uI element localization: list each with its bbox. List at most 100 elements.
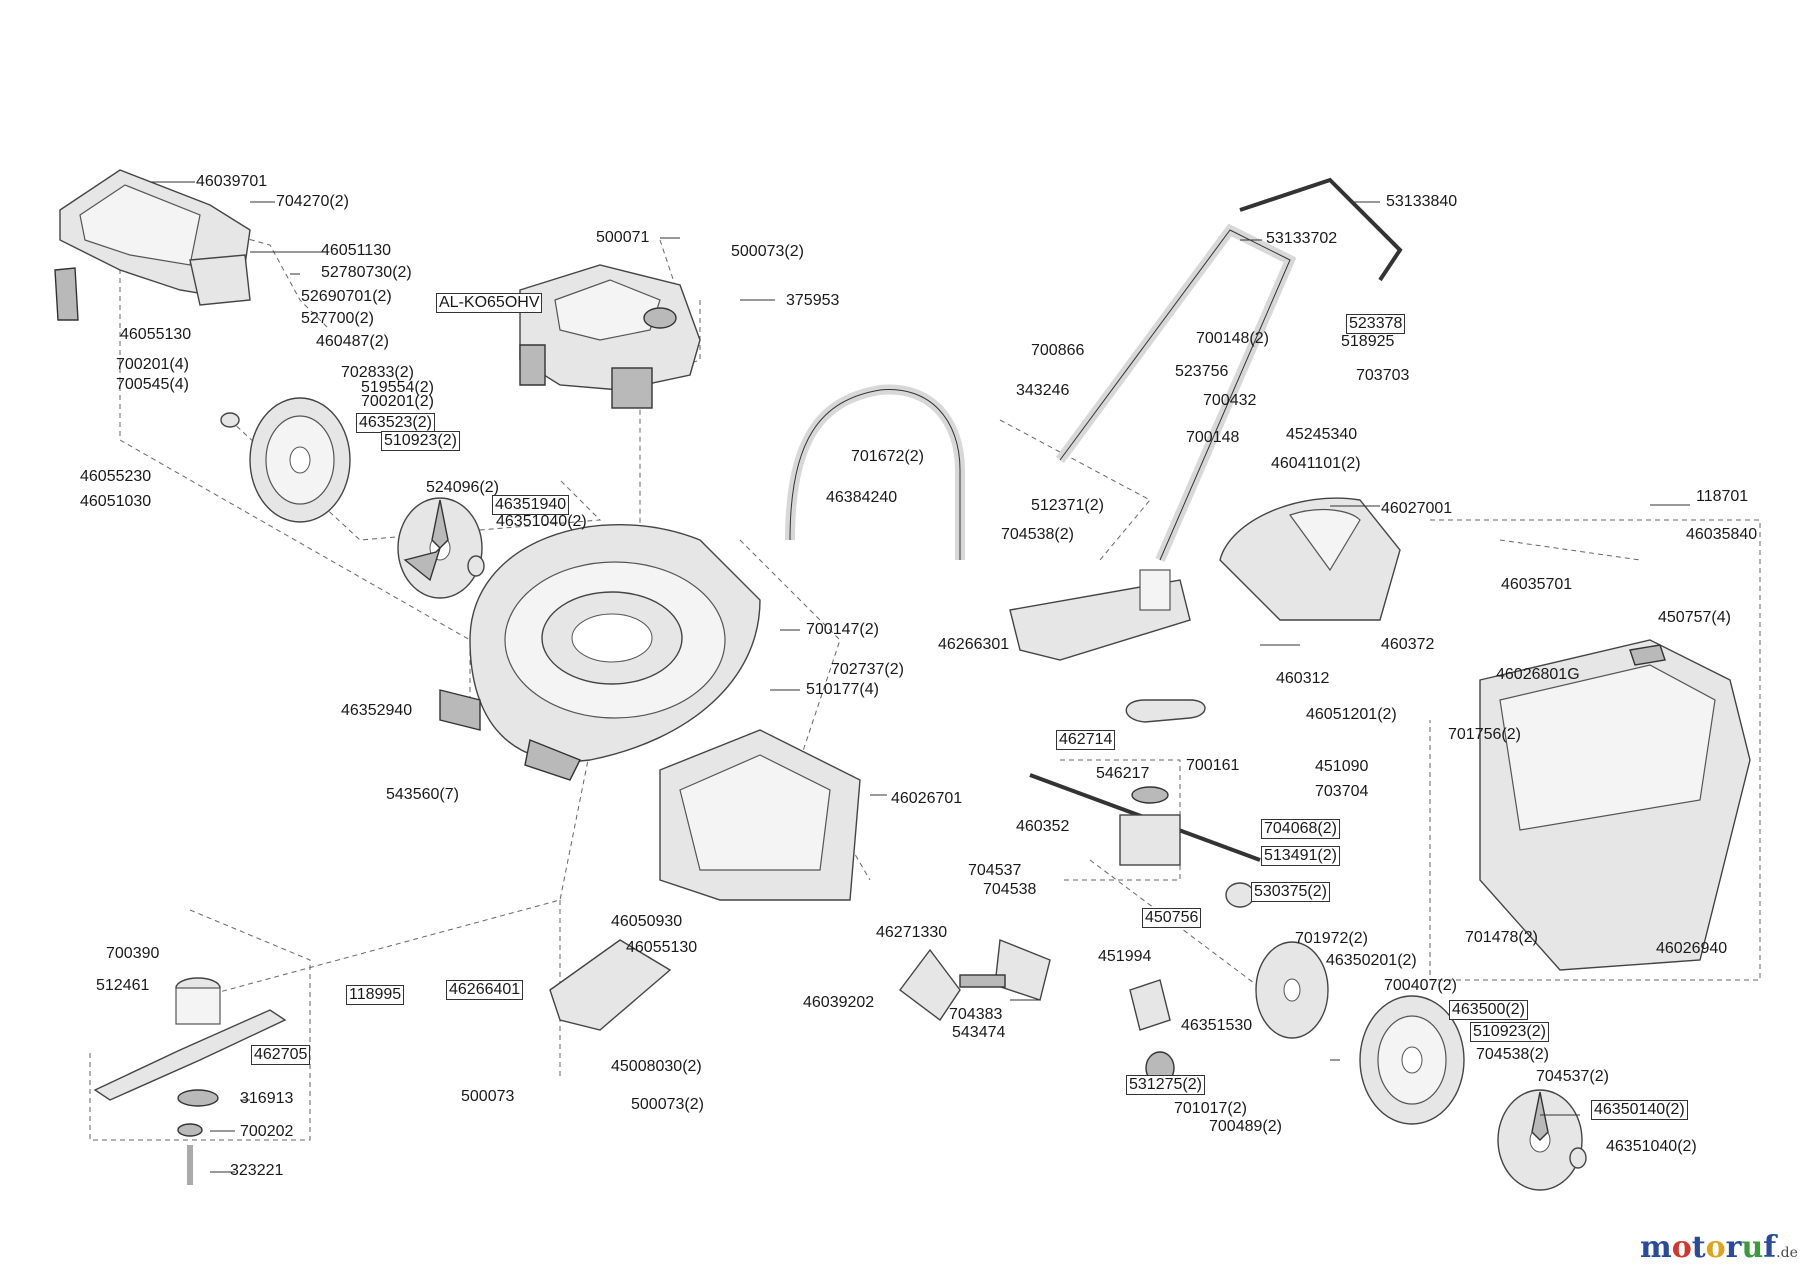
part-label-46351530: 46351530	[1181, 1017, 1253, 1034]
part-label-701756: 701756(2)	[1448, 726, 1521, 743]
part-label-52780730: 52780730(2)	[321, 264, 412, 281]
part-label-701478: 701478(2)	[1465, 929, 1538, 946]
part-label-46351040-right: 46351040(2)	[1606, 1138, 1697, 1155]
height-lever-part	[899, 939, 1051, 1022]
part-label-462714: 462714	[1056, 730, 1116, 750]
part-label-700161: 700161	[1186, 757, 1240, 774]
part-label-703703: 703703	[1356, 367, 1410, 384]
part-label-510923-right: 510923(2)	[1470, 1022, 1549, 1042]
part-label-524096: 524096(2)	[426, 479, 499, 496]
part-label-46039202: 46039202	[803, 994, 875, 1011]
part-label-46051201: 46051201(2)	[1306, 706, 1397, 723]
part-label-700147: 700147(2)	[806, 621, 879, 638]
grass-bag-part	[1479, 639, 1751, 971]
part-label-46351040-left: 46351040(2)	[496, 513, 587, 530]
part-label-462705: 462705	[251, 1045, 311, 1065]
part-label-500071: 500071	[596, 229, 650, 246]
front-wheel-part	[1129, 941, 1587, 1191]
part-label-700148-2: 700148(2)	[1196, 330, 1269, 347]
part-label-46035840: 46035840	[1686, 526, 1758, 543]
leader-lines	[150, 181, 1690, 1173]
part-label-118701: 118701	[1696, 488, 1749, 505]
mower-deck-part	[439, 523, 761, 781]
part-label-700202: 700202	[240, 1123, 294, 1140]
part-label-701017: 701017(2)	[1174, 1100, 1247, 1117]
part-label-704068: 704068(2)	[1261, 819, 1340, 839]
part-label-543474: 543474	[952, 1024, 1006, 1041]
logo-letter: o	[1705, 1230, 1726, 1265]
part-label-510177: 510177(4)	[806, 681, 879, 698]
part-label-704538: 704538	[983, 881, 1037, 898]
part-label-527700: 527700(2)	[301, 310, 374, 327]
part-label-704538-2-mid: 704538(2)	[1001, 526, 1074, 543]
part-label-518925: 518925	[1341, 333, 1395, 350]
part-label-700866: 700866	[1031, 342, 1085, 359]
part-label-46351940: 46351940	[492, 495, 570, 515]
part-label-46384240: 46384240	[826, 489, 898, 506]
bag-cover-part	[1219, 497, 1401, 621]
part-label-46350201: 46350201(2)	[1326, 952, 1417, 969]
part-label-46050930: 46050930	[611, 913, 683, 930]
part-label-46051130: 46051130	[321, 242, 391, 259]
part-label-701972: 701972(2)	[1295, 930, 1368, 947]
part-label-46271330: 46271330	[876, 924, 948, 941]
gearbox-part	[1029, 699, 1261, 908]
logo-letter: r	[1725, 1230, 1742, 1265]
part-label-530375: 530375(2)	[1251, 882, 1330, 902]
part-label-engine-alko65ohv: AL-KO65OHV	[436, 293, 543, 313]
lower-handle-part	[785, 384, 965, 560]
part-label-500073-2-bottom: 500073(2)	[631, 1096, 704, 1113]
part-label-543560: 543560(7)	[386, 786, 459, 803]
part-label-323221: 323221	[230, 1162, 284, 1179]
part-label-375953: 375953	[786, 292, 840, 309]
part-label-513491: 513491(2)	[1261, 846, 1340, 866]
logo-letter: m	[1640, 1230, 1672, 1265]
part-label-500073: 500073	[461, 1088, 515, 1105]
logo-letter: f	[1763, 1230, 1777, 1265]
engine-part	[519, 264, 701, 409]
part-label-45008030: 45008030(2)	[611, 1058, 702, 1075]
rear-cover-part	[659, 729, 861, 901]
logo-letter: t	[1691, 1230, 1706, 1265]
part-label-46027001: 46027001	[1381, 500, 1453, 517]
part-label-53133702: 53133702	[1266, 230, 1338, 247]
part-label-519554: 519554(2)	[361, 379, 434, 396]
part-label-463523: 463523(2)	[356, 413, 435, 433]
part-label-703704: 703704	[1315, 783, 1369, 800]
part-label-701672: 701672(2)	[851, 448, 924, 465]
left-hubcap-part	[397, 497, 485, 599]
part-label-704537: 704537	[968, 862, 1022, 879]
part-label-46350140: 46350140(2)	[1591, 1100, 1688, 1120]
logo-letter: u	[1741, 1230, 1764, 1265]
part-label-700489: 700489(2)	[1209, 1118, 1282, 1135]
part-label-46051030: 46051030	[80, 493, 152, 510]
part-label-46026801g: 46026801G	[1496, 666, 1580, 683]
part-label-460372: 460372	[1381, 636, 1435, 653]
part-label-45245340: 45245340	[1286, 426, 1358, 443]
part-label-700432: 700432	[1203, 392, 1257, 409]
part-label-46055130-top: 46055130	[120, 326, 192, 343]
part-label-46055230: 46055230	[80, 468, 152, 485]
part-label-702737: 702737(2)	[831, 661, 904, 678]
part-label-118995: 118995	[346, 985, 405, 1005]
part-label-46352940: 46352940	[341, 702, 413, 719]
part-label-704538-2-bottom: 704538(2)	[1476, 1046, 1549, 1063]
logo-letter: o	[1671, 1230, 1692, 1265]
part-label-704270: 704270(2)	[276, 193, 349, 210]
part-label-700545: 700545(4)	[116, 376, 189, 393]
part-label-500073-2-top: 500073(2)	[731, 243, 804, 260]
blade-assembly-part	[93, 977, 287, 1185]
part-label-460312: 460312	[1276, 670, 1330, 687]
part-label-46026940: 46026940	[1656, 940, 1728, 957]
left-rear-wheel-part	[220, 397, 351, 523]
part-label-700201-4: 700201(4)	[116, 356, 189, 373]
part-label-460487: 460487(2)	[316, 333, 389, 350]
part-label-704537-2: 704537(2)	[1536, 1068, 1609, 1085]
part-label-510923-left: 510923(2)	[381, 431, 460, 451]
part-label-700390: 700390	[106, 945, 160, 962]
part-label-451994: 451994	[1098, 948, 1152, 965]
part-label-531275: 531275(2)	[1126, 1075, 1205, 1095]
